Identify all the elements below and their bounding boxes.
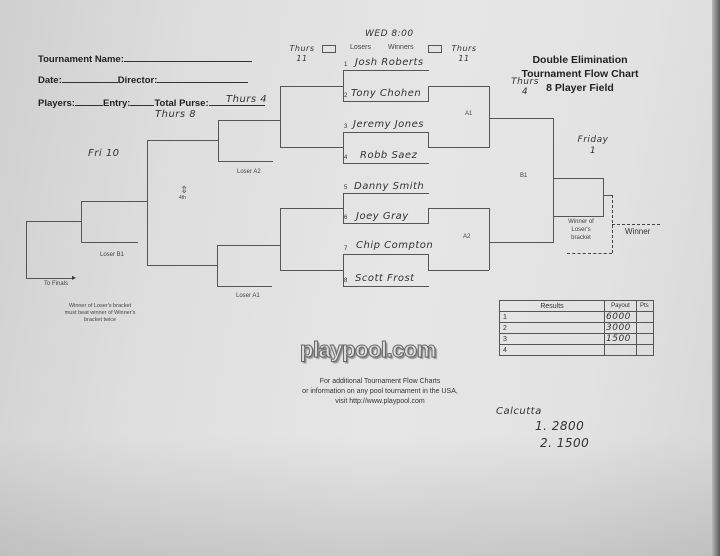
label-4th: 4th [179,195,186,201]
place: 2 [499,322,605,334]
handwritten-purse-note: Thurs 4 [226,94,268,105]
seed-7: 7 [344,246,348,252]
handwritten-calcutta-1: 1. 2800 [535,419,585,433]
place: 4 [499,344,605,356]
paper-edge [712,0,720,556]
label-winner: Winner [625,227,651,236]
table-row: 4 [499,344,654,356]
label-to-finals: To Finals [44,281,69,287]
note-line-1: Winner of Loser's bracket [68,303,132,309]
label-loser-b1: Loser B1 [100,252,125,258]
right-arrow-icon [428,45,442,53]
total-purse-label: Total Purse: [154,98,209,109]
winners-label: Winners [388,44,414,51]
title-line-1: Double Elimination [532,54,628,66]
payout: 6000 [604,311,637,323]
note-line-3: bracket twice [83,317,117,323]
to-finals-arrow-icon: ▸ [72,273,77,282]
label-a1: A1 [465,111,473,117]
seed-3: 3 [344,124,348,130]
seed-8: 8 [344,278,348,284]
title-line-3: 8 Player Field [546,82,614,94]
date-director-field: Date: Director: [38,73,249,86]
label-b1: B1 [520,173,528,179]
date-label: Date: [38,75,62,86]
label-loser-a1: Loser A1 [236,293,260,299]
seed-2: 2 [344,93,348,99]
handwritten-calcutta-2: 2. 1500 [540,436,590,450]
payout-header: Payout [604,300,637,312]
label-a2: A2 [463,234,471,240]
seed-5: 5 [344,185,348,191]
pts [636,333,654,345]
results-header: Results [499,300,605,312]
pts [636,311,654,323]
right-time: Thurs 11 [451,44,477,63]
label-winner-of-losers: Winner of Loser's bracket [568,219,594,241]
label-loser-a2: Loser A2 [237,169,261,175]
pts-header: Pts [636,300,654,312]
paper-shadow [0,436,720,556]
payout [604,344,637,356]
player-3-name[interactable]: Jeremy Jones [353,119,424,130]
left-time: Thurs 11 [289,44,315,63]
losers-label: Losers [350,44,372,51]
tournament-name-field: Tournament Name: [38,52,252,65]
place: 1 [499,311,605,323]
losers-bracket-note: Winner of Loser's bracket must beat winn… [50,303,150,324]
double-arrow-icon: ⇕ [180,185,189,196]
handwritten-thurs4: Thurs 4 [511,77,539,97]
player-2-name[interactable]: Tony Chohen [351,88,422,99]
director-label: Director: [117,75,158,86]
start-time: WED 8:00 [365,29,414,39]
footer-line-1: For additional Tournament Flow Charts [319,378,441,385]
player-7-name[interactable]: Chip Compton [356,240,434,251]
playpool-logo: playpool.com [300,337,437,363]
handwritten-friday: Friday 1 [577,135,609,156]
footer-line-2: or information on any pool tournament in… [302,388,458,395]
tournament-name-label: Tournament Name: [38,54,124,65]
seed-4: 4 [344,155,348,161]
note-line-2: must beat winner of Winner's [64,310,136,316]
payout: 1500 [604,333,637,345]
handwritten-calcutta: Calcutta [496,406,542,417]
player-5-name[interactable]: Danny Smith [354,181,425,192]
left-arrow-icon [322,45,336,53]
players-label: Players: [38,98,75,109]
chart-title: Double Elimination Tournament Flow Chart… [500,53,660,95]
footer-link[interactable]: visit http://www.playpool.com [335,398,425,405]
entry-label: Entry: [102,98,131,109]
payout: 3000 [604,322,637,334]
player-1-name[interactable]: Josh Roberts [355,57,424,68]
handwritten-thurs8: Thurs 8 [155,109,197,120]
footer-text: For additional Tournament Flow Charts or… [280,377,480,407]
seed-1: 1 [344,62,348,68]
handwritten-fri10: Fri 10 [88,148,120,159]
place: 3 [499,333,605,345]
player-6-name[interactable]: Joey Gray [356,211,409,222]
player-4-name[interactable]: Robb Saez [360,150,418,161]
pts [636,344,654,356]
seed-6: 6 [344,215,348,221]
players-entry-purse-field: Players: Entry: Total Purse: [38,96,265,109]
title-line-2: Tournament Flow Chart [521,68,639,80]
pts [636,322,654,334]
player-8-name[interactable]: Scott Frost [355,273,415,284]
